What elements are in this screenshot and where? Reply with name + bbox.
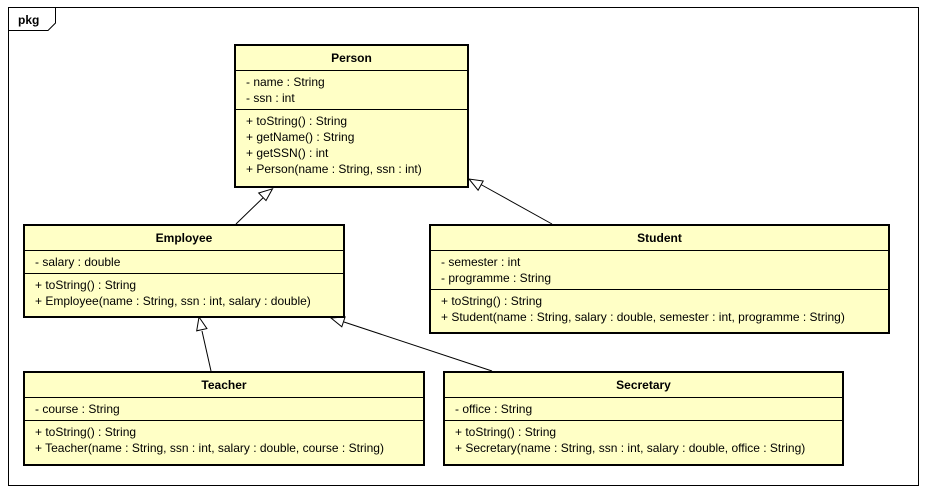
operations-compartment: + toString() : String + Teacher(name : S… <box>25 420 423 459</box>
arrowhead-secretary-employee <box>329 316 346 328</box>
operation: + toString() : String <box>35 278 137 292</box>
attribute: - name : String <box>246 75 325 89</box>
operation: + getName() : String <box>246 130 355 144</box>
edge-employee-person <box>235 193 268 225</box>
class-person[interactable]: Person - name : String - ssn : int + toS… <box>234 44 469 188</box>
operations-compartment: + toString() : String + Secretary(name :… <box>445 420 842 459</box>
operation: + Employee(name : String, ssn : int, sal… <box>35 294 311 308</box>
package-tab <box>8 7 56 31</box>
class-teacher[interactable]: Teacher - course : String + toString() :… <box>23 371 425 466</box>
arrowhead-employee-person <box>257 187 274 202</box>
attributes-compartment: - salary : double <box>25 251 343 273</box>
attribute: - semester : int <box>441 255 521 269</box>
attribute: - ssn : int <box>246 91 295 105</box>
operation: + Student(name : String, salary : double… <box>441 310 845 324</box>
class-name: Teacher <box>25 373 423 398</box>
arrowhead-student-person <box>467 178 484 192</box>
operation: + Person(name : String, ssn : int) <box>246 162 422 176</box>
edge-student-person <box>479 183 553 225</box>
package-label: pkg <box>18 13 40 27</box>
operation: + toString() : String <box>441 294 543 308</box>
package-frame <box>8 7 919 486</box>
attribute: - programme : String <box>441 271 552 285</box>
operations-compartment: + toString() : String + Employee(name : … <box>25 273 343 312</box>
operation: + toString() : String <box>455 425 557 439</box>
class-name: Person <box>236 46 467 71</box>
attributes-compartment: - semester : int - programme : String <box>431 251 888 289</box>
class-name: Employee <box>25 226 343 251</box>
attributes-compartment: - name : String - ssn : int <box>236 71 467 109</box>
operations-compartment: + toString() : String + getName() : Stri… <box>236 109 467 180</box>
class-name: Secretary <box>445 373 842 398</box>
operation: + toString() : String <box>35 425 137 439</box>
arrowhead-teacher-employee <box>196 315 208 332</box>
attribute: - office : String <box>455 402 533 416</box>
attribute: - course : String <box>35 402 120 416</box>
operation: + getSSN() : int <box>246 146 329 160</box>
operation: + toString() : String <box>246 114 348 128</box>
class-student[interactable]: Student - semester : int - programme : S… <box>429 224 890 334</box>
edge-teacher-employee <box>201 330 212 372</box>
attributes-compartment: - office : String <box>445 398 842 420</box>
class-employee[interactable]: Employee - salary : double + toString() … <box>23 224 345 318</box>
edge-secretary-employee <box>343 321 493 372</box>
operation: + Secretary(name : String, ssn : int, sa… <box>455 441 806 455</box>
operations-compartment: + toString() : String + Student(name : S… <box>431 289 888 328</box>
attribute: - salary : double <box>35 255 121 269</box>
class-name: Student <box>431 226 888 251</box>
attributes-compartment: - course : String <box>25 398 423 420</box>
class-secretary[interactable]: Secretary - office : String + toString()… <box>443 371 844 466</box>
operation: + Teacher(name : String, ssn : int, sala… <box>35 441 384 455</box>
